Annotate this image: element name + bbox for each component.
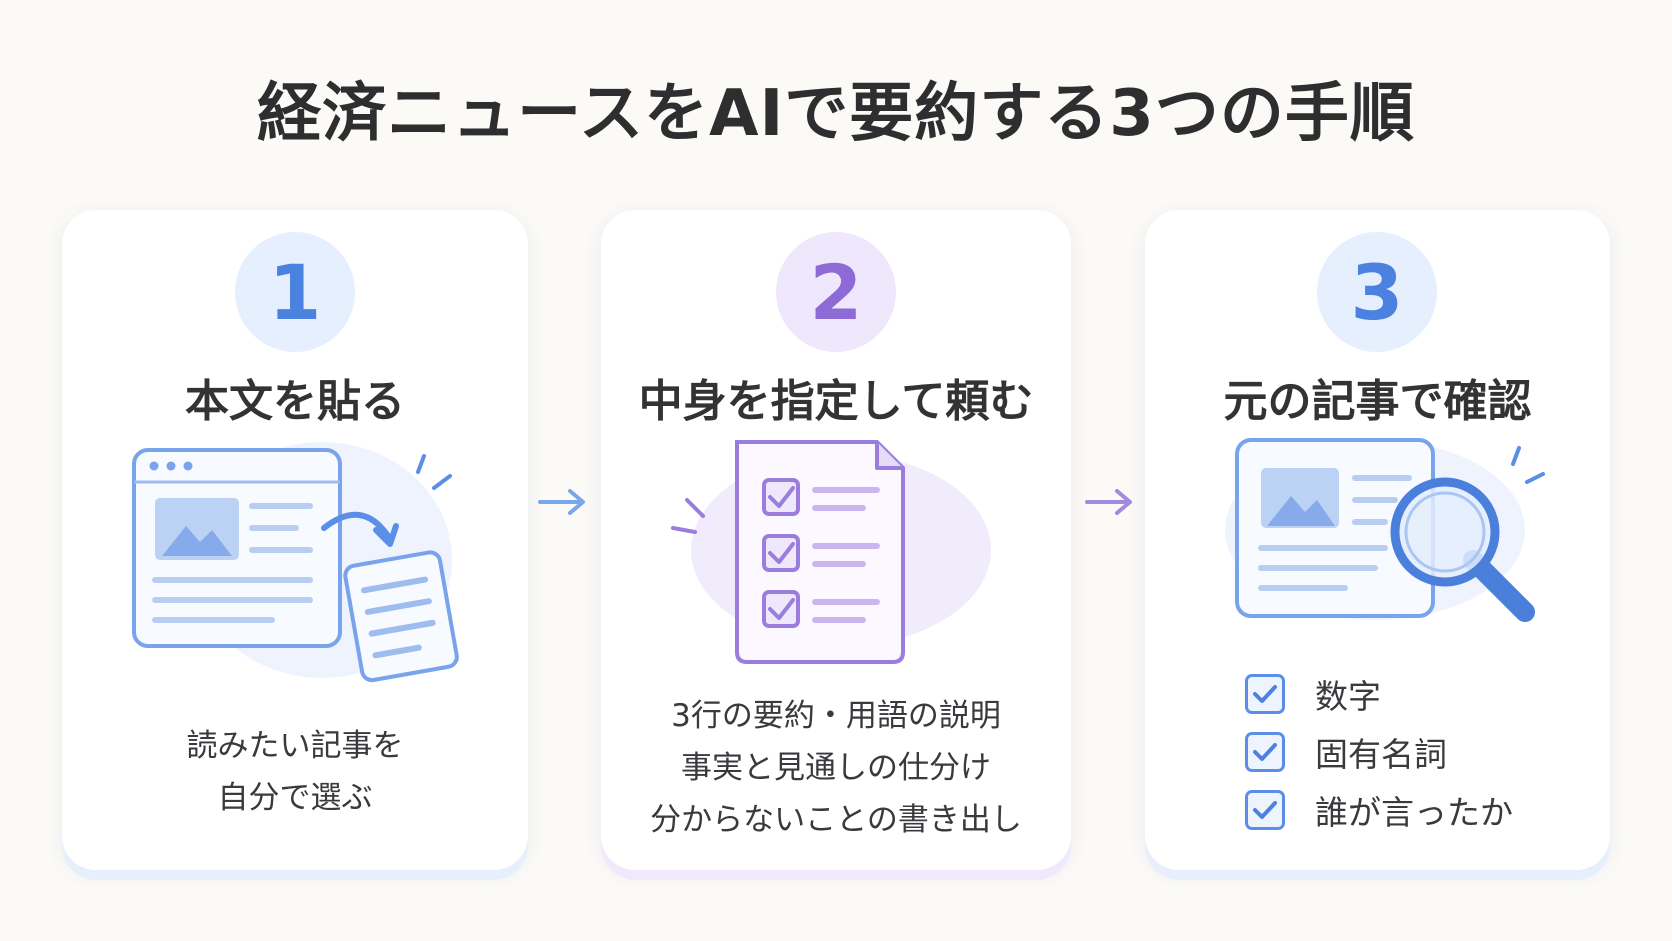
step-title-2: 中身を指定して頼む — [638, 376, 1034, 427]
check-item: 固有名詞 — [1245, 723, 1513, 781]
step-title-1: 本文を貼る — [185, 376, 405, 427]
arrow-right-icon — [538, 489, 585, 515]
checklist-document-icon — [671, 440, 991, 664]
step-card-2: 2 中身を指定して頼む 3行の要約・用語の説明 事実と見通しの仕分け 分から — [601, 210, 1071, 870]
check-label: 誰が言ったか — [1315, 793, 1513, 832]
verification-checklist: 数字 固有名詞 誰が言ったか — [1245, 665, 1513, 839]
browser-copy-paste-icon — [132, 442, 459, 683]
step-1-desc-line-1: 読みたい記事を — [186, 728, 404, 764]
step-title-3: 元の記事で確認 — [1223, 376, 1532, 427]
checkbox-checked-icon — [1245, 674, 1285, 714]
step-2-desc-line-1: 3行の要約・用語の説明 — [671, 698, 1001, 734]
step-2-desc-line-2: 事実と見通しの仕分け — [681, 750, 991, 786]
arrow-right-icon — [1085, 489, 1132, 515]
check-label: 数字 — [1315, 677, 1381, 716]
step-number-3: 3 — [1317, 232, 1437, 352]
checkbox-checked-icon — [1245, 790, 1285, 830]
step-1-desc-line-2: 自分で選ぶ — [217, 780, 373, 816]
check-item: 誰が言ったか — [1245, 781, 1513, 839]
check-label: 固有名詞 — [1315, 735, 1447, 774]
step-number-2: 2 — [776, 232, 896, 352]
step-card-1: 1 本文を貼る 読みたい記事を 自分で選ぶ — [62, 210, 528, 870]
check-item: 数字 — [1245, 665, 1513, 723]
step-2-desc-line-3: 分からないことの書き出し — [650, 802, 1022, 838]
step-card-3: 3 元の記事で確認 数字 固有名詞 — [1145, 210, 1610, 870]
article-magnifier-icon — [1225, 438, 1545, 622]
checkbox-checked-icon — [1245, 732, 1285, 772]
page-title: 経済ニュースをAIで要約する3つの手順 — [257, 77, 1415, 151]
step-number-1: 1 — [235, 232, 355, 352]
